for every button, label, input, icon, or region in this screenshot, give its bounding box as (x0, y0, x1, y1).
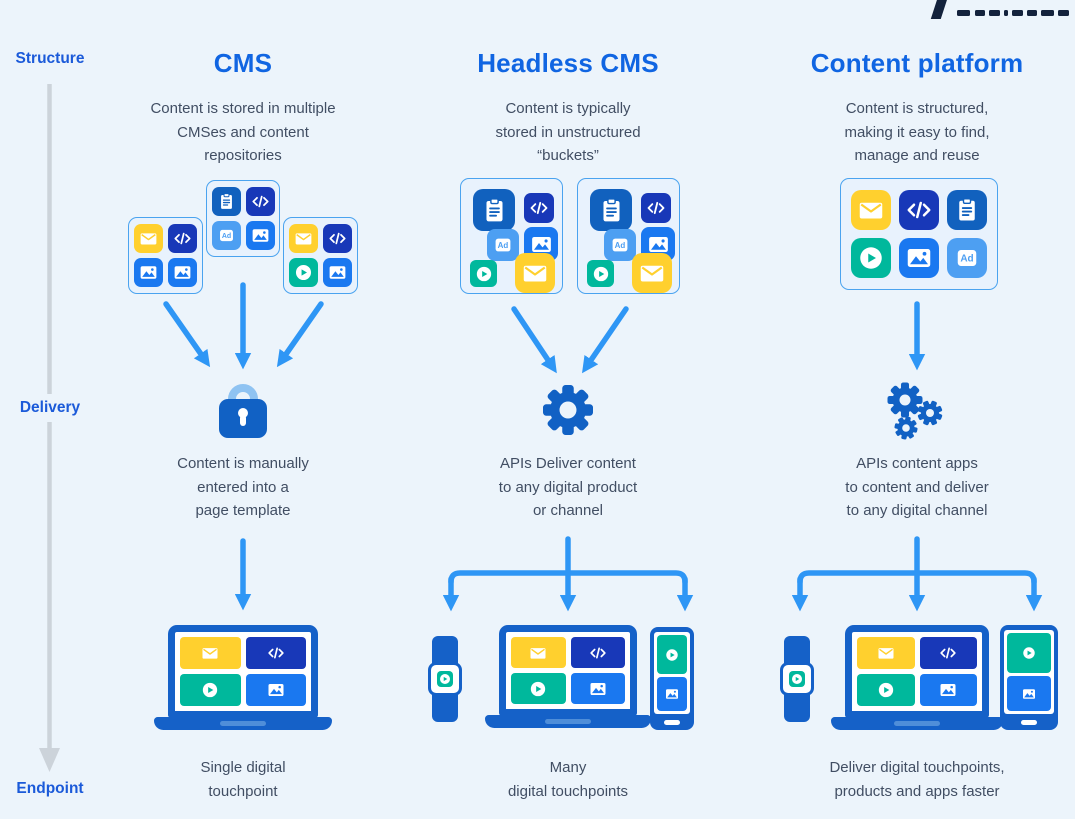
play-icon (437, 671, 453, 687)
code-icon (245, 187, 275, 216)
image-icon (1007, 676, 1051, 711)
laptop-device (485, 625, 651, 728)
content-bucket-box: Ad (460, 178, 563, 294)
image-icon (245, 674, 306, 706)
watch-device (780, 636, 814, 722)
image-icon (323, 258, 352, 287)
envelope-icon (851, 190, 891, 230)
endpoint-caption: Many digital touchpoints (507, 759, 629, 800)
play-icon (789, 671, 805, 687)
phone-device (1000, 625, 1058, 730)
envelope-icon (515, 253, 555, 293)
phone-device (650, 627, 694, 730)
play-icon (1007, 633, 1051, 674)
image-icon (168, 258, 197, 287)
svg-text:Ad: Ad (960, 254, 973, 265)
play-icon (289, 258, 318, 287)
image-icon (524, 227, 558, 261)
content-repository-box: Ad (206, 180, 280, 257)
play-icon (851, 238, 891, 278)
column-description: Content is stored in multiple CMSes and … (150, 100, 336, 164)
content-bucket-box: Ad (577, 178, 680, 294)
column-description: Content is typically stored in unstructu… (495, 100, 641, 164)
envelope-icon (632, 253, 672, 293)
code-icon (899, 190, 939, 230)
laptop-device (154, 625, 332, 730)
play-icon (857, 674, 915, 706)
endpoint-caption: Deliver digital touchpoints, products an… (829, 759, 1005, 800)
delivery-description: Content is manually entered into a page … (177, 455, 309, 519)
code-icon (524, 193, 554, 223)
lock-icon (219, 384, 267, 438)
column-description: Content is structured, making it easy to… (844, 100, 990, 164)
envelope-icon (511, 637, 566, 668)
svg-text:Ad: Ad (615, 241, 626, 250)
svg-text:Ad: Ad (498, 241, 509, 250)
content-repository-box (283, 217, 358, 294)
clipboard-icon (590, 189, 632, 231)
endpoint-caption: Single digital touchpoint (200, 759, 286, 800)
envelope-icon (180, 637, 241, 669)
envelope-icon (289, 224, 318, 253)
laptop-device (831, 625, 1003, 730)
play-icon (470, 260, 497, 287)
cms-converge-arrows (163, 282, 324, 370)
code-icon (641, 193, 671, 223)
code-icon (168, 224, 197, 253)
headless-converge-arrows (511, 306, 629, 374)
delivery-description: APIs Deliver content to any digital prod… (498, 455, 638, 519)
column-title-headless: Headless CMS (477, 48, 659, 78)
clipboard-icon (947, 190, 987, 230)
code-icon (570, 637, 625, 668)
clipboard-icon (473, 189, 515, 231)
rail-label-structure: Structure (15, 50, 85, 67)
image-icon (570, 673, 625, 704)
image-icon (657, 677, 687, 711)
envelope-icon (857, 637, 915, 669)
code-icon (323, 224, 352, 253)
delivery-description: APIs content apps to content and deliver… (845, 455, 989, 519)
content-repository-box (128, 217, 203, 294)
column-title-platform: Content platform (810, 48, 1024, 78)
play-icon (180, 674, 241, 706)
cropped-brand-logo (925, 0, 1075, 19)
column-title-cms: CMS (213, 48, 273, 78)
rail-label-delivery: Delivery (8, 394, 92, 422)
headless-branch-arrows (442, 536, 694, 612)
clipboard-icon (211, 187, 241, 216)
play-icon (511, 673, 566, 704)
structured-content-box: Ad (840, 178, 998, 290)
ad-icon: Ad (211, 221, 241, 250)
ad-icon: Ad (604, 229, 636, 261)
image-icon (134, 258, 163, 287)
envelope-icon (134, 224, 163, 253)
ad-icon: Ad (947, 238, 987, 278)
code-icon (245, 637, 306, 669)
play-icon (657, 635, 687, 675)
rail-timeline (39, 84, 60, 772)
image-icon (919, 674, 977, 706)
rail-label-endpoint: Endpoint (16, 780, 84, 797)
image-icon (899, 238, 939, 278)
gears-icon (887, 382, 943, 440)
gear-icon (543, 385, 593, 435)
image-icon (245, 221, 275, 250)
arrow-down-icon (39, 748, 60, 772)
ad-icon: Ad (487, 229, 519, 261)
watch-device (428, 636, 462, 722)
code-icon (919, 637, 977, 669)
play-icon (587, 260, 614, 287)
platform-branch-arrows (791, 536, 1043, 612)
svg-text:Ad: Ad (221, 233, 230, 240)
